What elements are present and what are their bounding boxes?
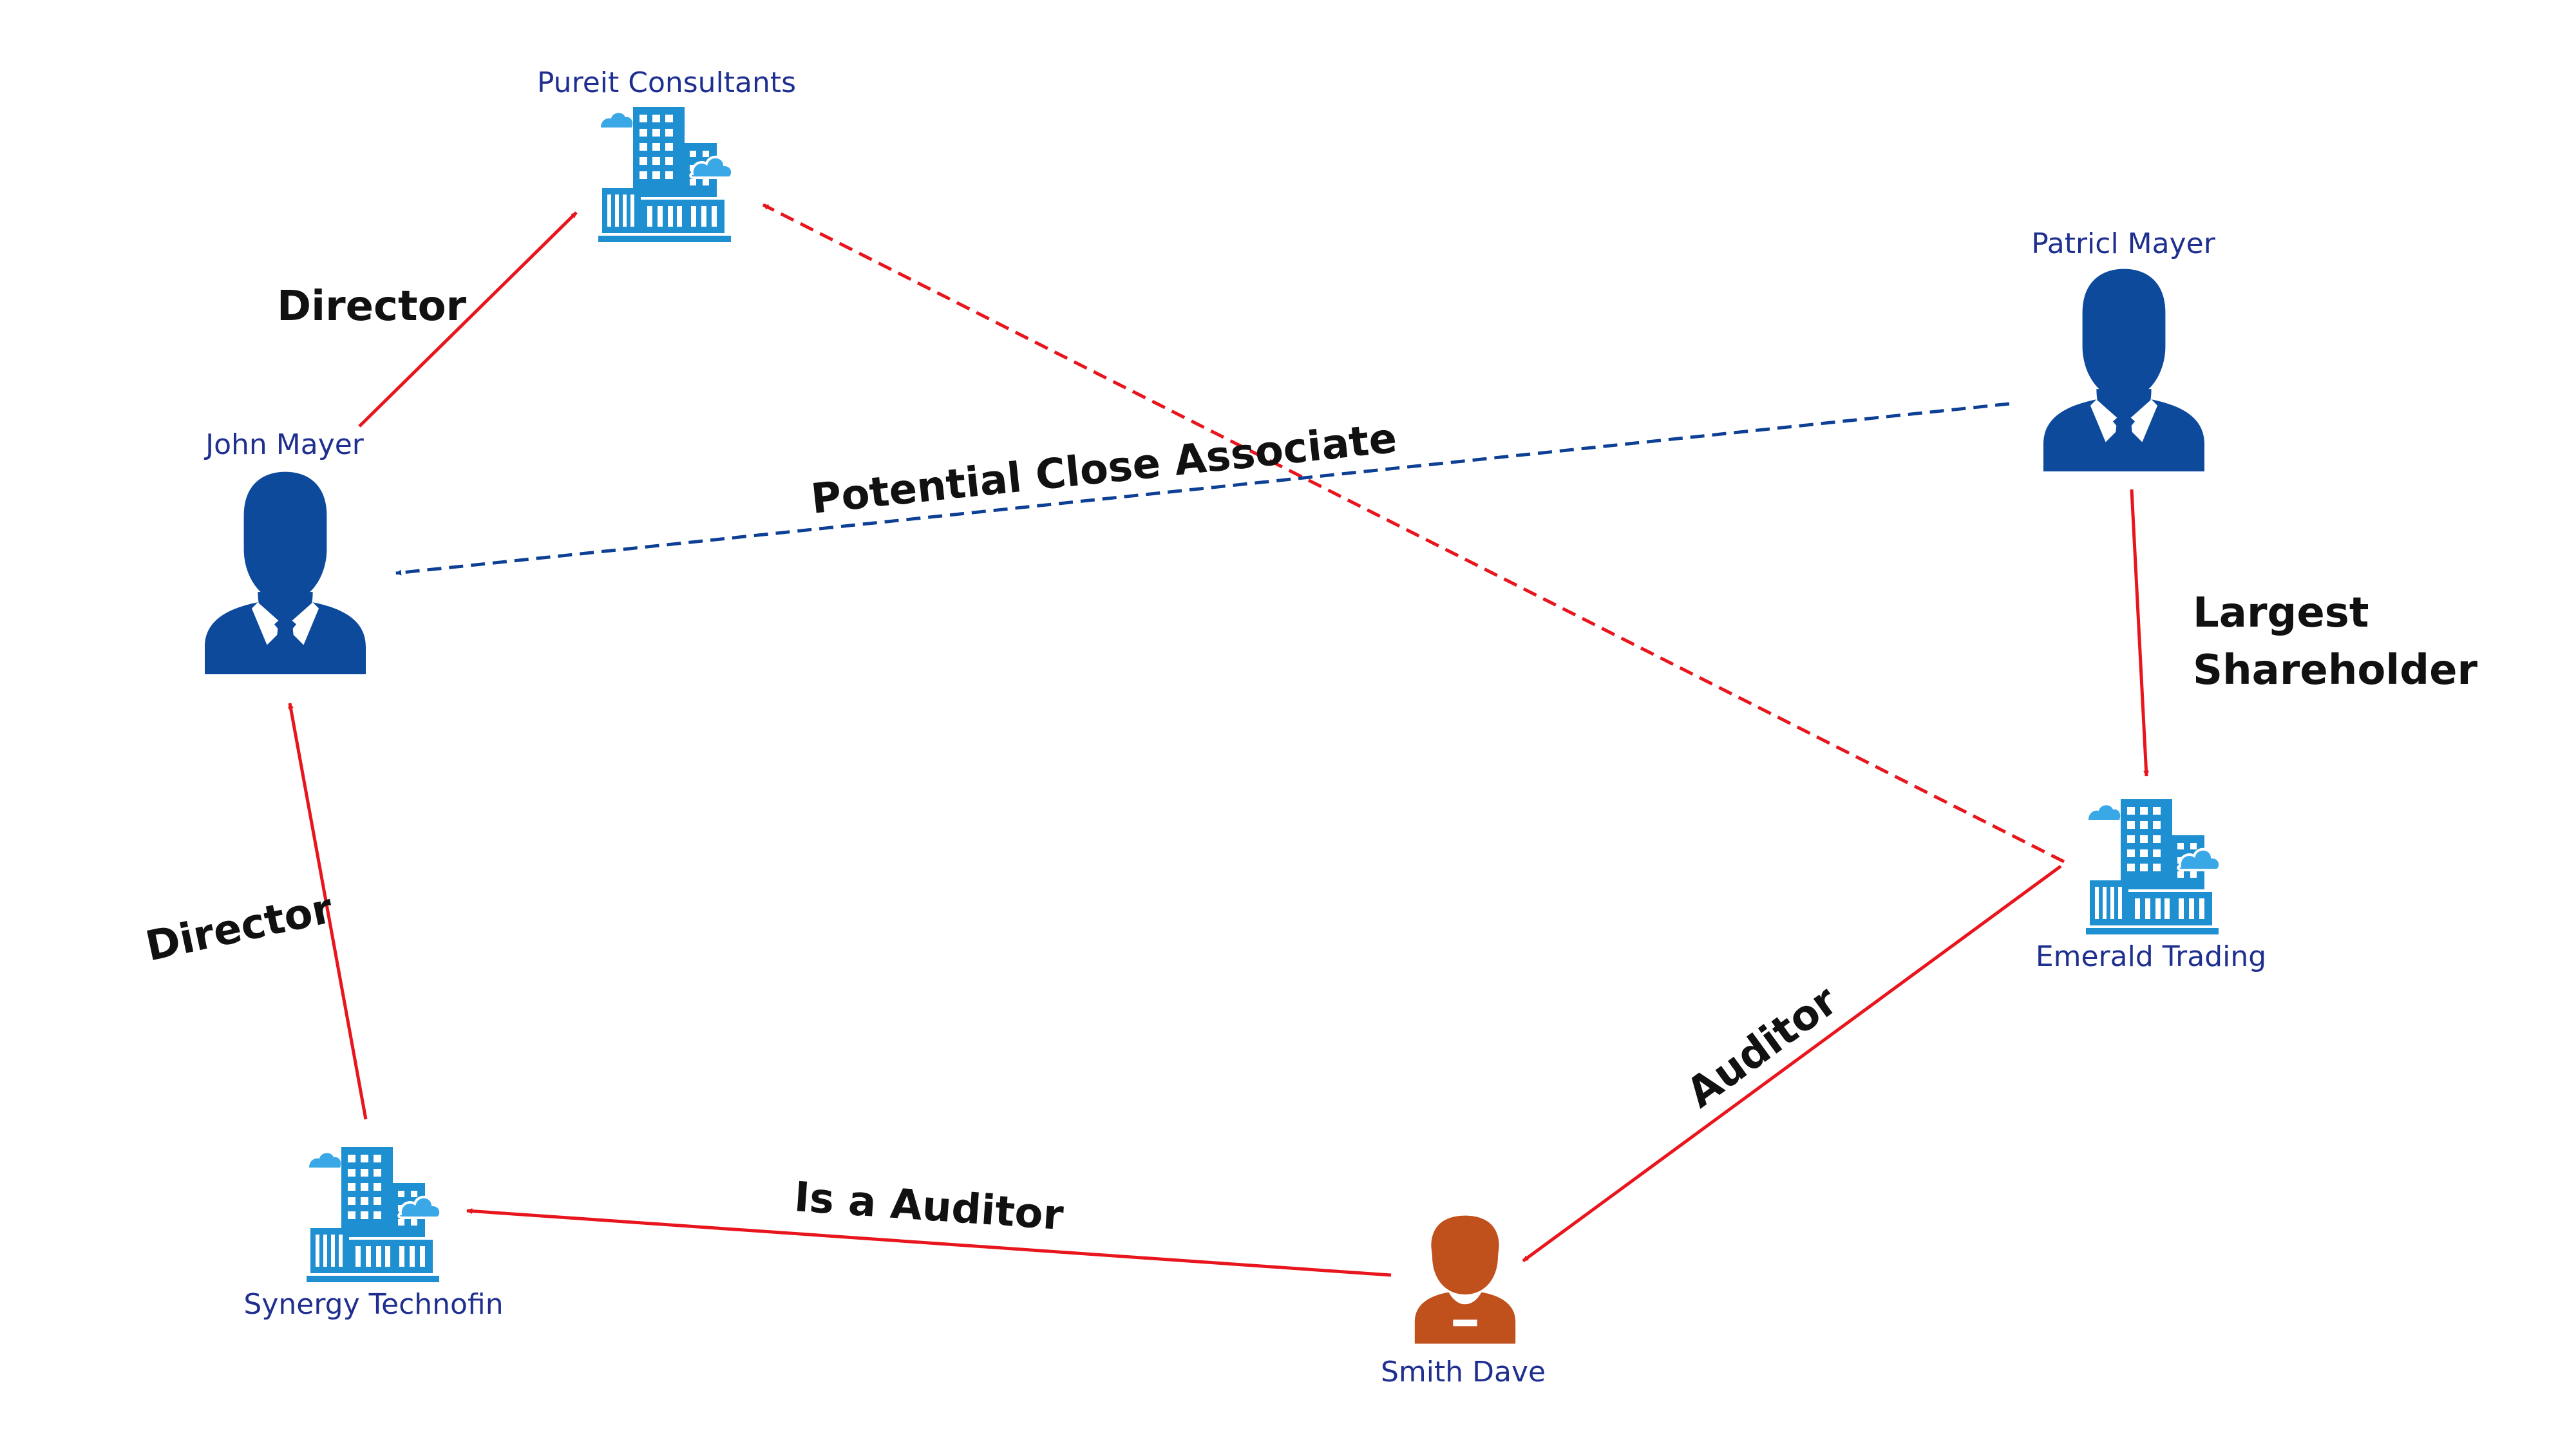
- edge-label-synergy-john: Director: [142, 885, 337, 971]
- node-emerald-trading[interactable]: Emerald Trading: [2036, 798, 2266, 973]
- edge-smith-to-synergy: [466, 1208, 1392, 1277]
- node-label-patricl: Patricl Mayer: [2031, 227, 2216, 260]
- node-label-john: John Mayer: [204, 428, 365, 461]
- node-synergy-technofin[interactable]: Synergy Technofin: [243, 1146, 504, 1321]
- edge-label-smith-synergy: Is a Auditor: [793, 1173, 1065, 1240]
- node-patricl-mayer[interactable]: Patricl Mayer: [2031, 227, 2216, 471]
- node-label-smith: Smith Dave: [1381, 1356, 1546, 1388]
- edge-label-emerald-smith: Auditor: [1678, 977, 1846, 1117]
- office-building-icon: [2085, 798, 2222, 936]
- edge-label-john-pureit: Director: [277, 283, 467, 330]
- edge-emerald-to-pureit: [762, 203, 2065, 864]
- businessman-icon: [2043, 269, 2205, 471]
- edge-label-largest-shareholder-line2: Shareholder: [2193, 647, 2478, 694]
- auditor-person-icon: [1414, 1215, 1516, 1344]
- edge-john-to-pureit: [358, 211, 578, 428]
- edge-patricl-to-john: [395, 402, 2010, 576]
- edge-patricl-to-emerald: [2130, 489, 2150, 777]
- edge-label-largest-shareholder-line1: Largest: [2193, 589, 2369, 637]
- businessman-icon: [204, 471, 366, 674]
- node-label-emerald: Emerald Trading: [2036, 940, 2266, 973]
- office-building-icon: [305, 1146, 442, 1283]
- node-smith-dave[interactable]: Smith Dave: [1381, 1215, 1546, 1388]
- edge-synergy-to-john: [288, 703, 368, 1120]
- node-label-synergy: Synergy Technofin: [243, 1288, 503, 1321]
- node-john-mayer[interactable]: John Mayer: [204, 428, 366, 674]
- node-label-pureit: Pureit Consultants: [537, 66, 796, 99]
- edge-label-patricl-john: Potential Close Associate: [809, 415, 1399, 524]
- office-building-icon: [597, 106, 734, 243]
- edge-emerald-to-smith: [1522, 864, 2062, 1263]
- node-pureit-consultants[interactable]: Pureit Consultants: [537, 66, 796, 243]
